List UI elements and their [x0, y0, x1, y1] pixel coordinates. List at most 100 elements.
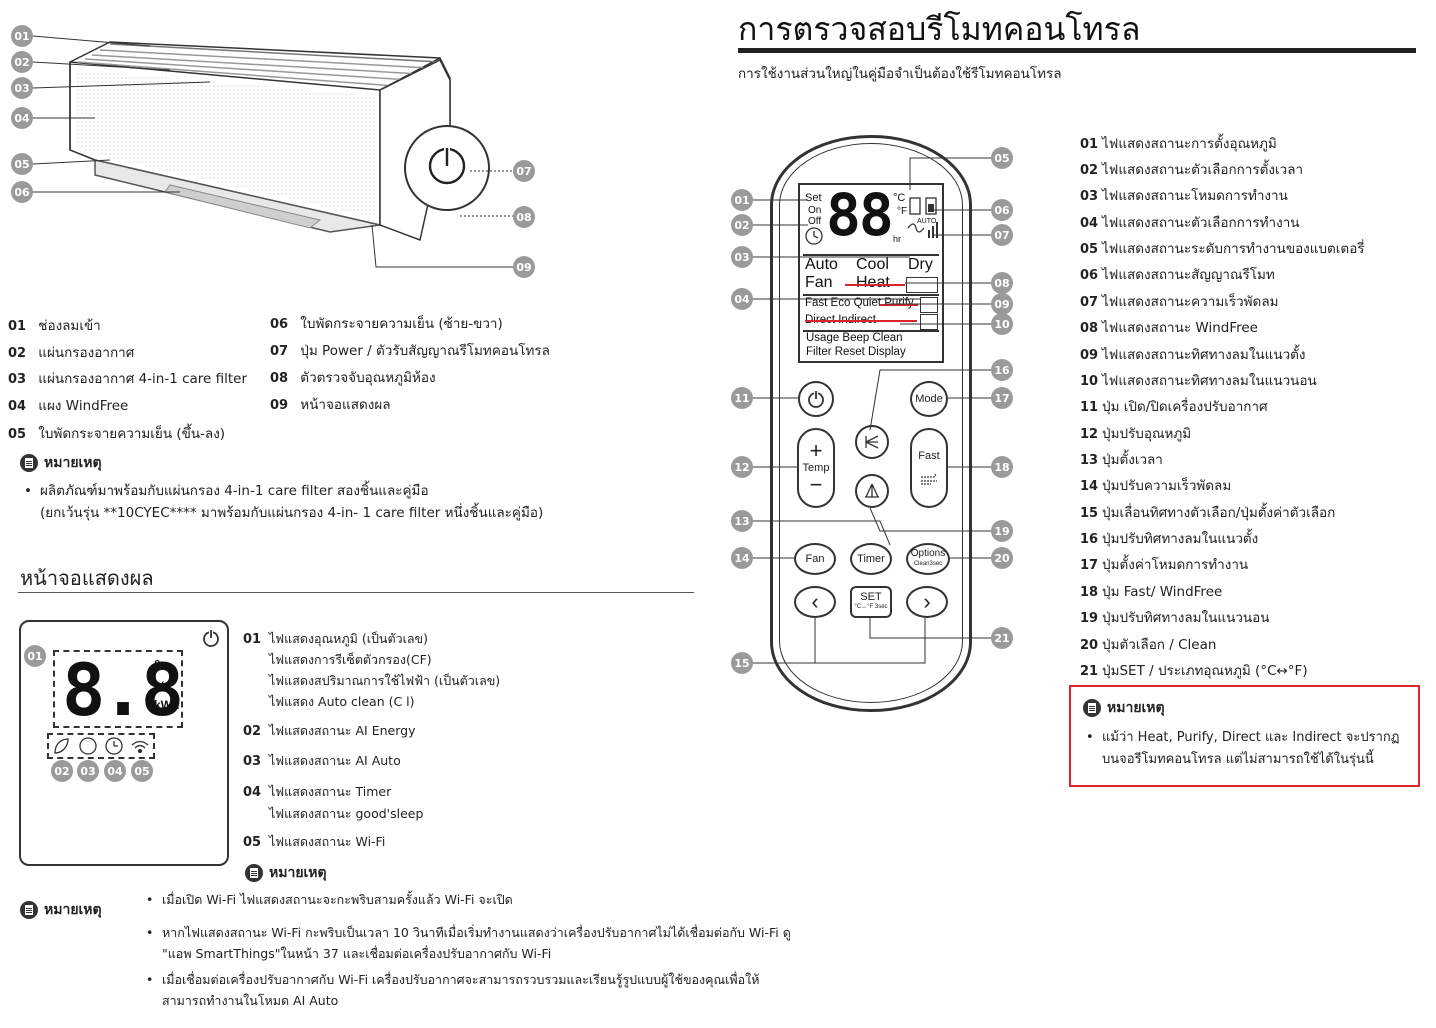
temp-down[interactable]: − — [809, 472, 823, 497]
display-note-heading: หมายเหตุ — [20, 899, 102, 921]
set-button[interactable]: SET °C↔°F 3sec — [850, 586, 892, 618]
part-item: 08 ตัวตรวจจับอุณหภูมิห้อง — [270, 370, 436, 386]
part-item: 03 แผ่นกรองอากาศ 4-in-1 care filter — [8, 371, 248, 387]
part-item: 02 แผ่นกรองอากาศ — [8, 345, 135, 361]
power-icon — [203, 629, 219, 647]
battery-signal-fan-icons — [907, 197, 938, 238]
icon-row — [47, 733, 155, 759]
lcd-set: Set — [805, 192, 822, 204]
unit-note-heading: หมายเหตุ — [20, 452, 102, 474]
display-section-title: หน้าจอแสดงผล — [20, 566, 154, 590]
display-digits: 8.8 — [62, 648, 184, 732]
part-item: 07 ปุ่ม Power / ตัวรับสัญญาณรีโมทคอนโทรล — [270, 343, 550, 359]
lcd-celsius: °C — [893, 192, 906, 204]
remote-body — [770, 135, 972, 712]
lcd-mode-fan: Fan — [805, 274, 833, 291]
remote-callout-19: 19 — [991, 520, 1013, 542]
callout-07: 07 — [513, 160, 535, 182]
degree-unit: ° — [154, 658, 161, 675]
display-note-1: เมื่อเปิด Wi-Fi ไฟแสดงสถานะจะกะพริบสามคร… — [146, 889, 513, 911]
note-icon — [20, 454, 38, 472]
remote-callout-06: 06 — [991, 199, 1013, 221]
remote-callout-16: 16 — [991, 359, 1013, 381]
left-arrow-button[interactable]: ‹ — [794, 586, 836, 618]
lcd-digits: 88 — [826, 181, 894, 249]
ai-energy-icon — [54, 738, 69, 754]
timer-button[interactable]: Timer — [850, 543, 892, 575]
remote-note-heading: หมายเหตุ — [1083, 697, 1165, 719]
display-note-heading-small: หมายเหตุ — [245, 862, 327, 884]
remote-callout-07: 07 — [991, 224, 1013, 246]
power-button[interactable] — [798, 381, 834, 417]
percent-unit: % — [154, 678, 167, 694]
callout-03: 03 — [11, 77, 33, 99]
callout-01: 01 — [11, 25, 33, 47]
callout-06: 06 — [11, 181, 33, 203]
remote-callout-03: 03 — [731, 246, 753, 268]
fast-windfree-button[interactable]: Fast — [910, 428, 948, 508]
remote-callout-12: 12 — [731, 456, 753, 478]
horizontal-air-indicator — [920, 314, 938, 330]
display-callout-04: 04 — [104, 760, 126, 782]
direct-indirect-strike — [805, 320, 917, 322]
callout-09: 09 — [513, 256, 535, 278]
temp-button[interactable]: + Temp − — [797, 428, 835, 508]
fan-button[interactable]: Fan — [794, 543, 836, 575]
remote-callout-09: 09 — [991, 293, 1013, 315]
remote-callout-20: 20 — [991, 547, 1013, 569]
right-arrow-button[interactable]: › — [906, 586, 948, 618]
note-icon — [1083, 699, 1101, 717]
display-status-icons — [54, 737, 149, 755]
digit-area — [53, 650, 183, 728]
power-icon — [808, 390, 824, 408]
unit-note-text: ผลิตภัณฑ์มาพร้อมกับแผ่นกรอง 4-in-1 care … — [24, 480, 543, 524]
options-button[interactable]: Options Clean3sec — [906, 543, 950, 575]
remote-leader-lines — [752, 157, 992, 664]
remote-callout-01: 01 — [731, 189, 753, 211]
vertical-air-indicator — [920, 297, 938, 313]
windfree-indicator — [906, 277, 938, 293]
wifi-icon — [131, 740, 149, 746]
mode-button[interactable]: Mode — [910, 381, 948, 417]
heat-strike — [845, 284, 905, 286]
display-item-01: 01 ไฟแสดงอุณหภูมิ (เป็นตัวเลข) ไฟแสดงการ… — [243, 631, 501, 709]
display-callout-01: 01 — [24, 645, 46, 667]
lcd-mode-heat: Heat — [856, 274, 890, 291]
remote-subtitle: การใช้งานส่วนใหญ่ในคู่มือจำเป็นต้องใช้รี… — [738, 66, 1062, 82]
remote-callout-14: 14 — [731, 547, 753, 569]
remote-inner-rim — [779, 143, 963, 703]
callout-02: 02 — [11, 51, 33, 73]
ai-auto-icon — [79, 737, 97, 755]
vertical-swing-button[interactable] — [855, 425, 889, 459]
lcd-fahrenheit: °F — [897, 206, 908, 217]
temp-up[interactable]: + — [809, 438, 823, 463]
remote-callout-04: 04 — [731, 288, 753, 310]
remote-callout-17: 17 — [991, 387, 1013, 409]
note-icon — [20, 901, 38, 919]
timer-icon — [105, 737, 123, 755]
horizontal-swing-button[interactable] — [855, 474, 889, 508]
display-panel — [19, 620, 229, 866]
purify-strike — [880, 304, 918, 306]
remote-callout-10: 10 — [991, 313, 1013, 335]
lcd-options-row1: Fast Eco Quiet Purify — [805, 297, 914, 309]
lcd-mode-cool: Cool — [856, 256, 889, 273]
callout-04: 04 — [11, 107, 33, 129]
remote-note-text: แม้ว่า Heat, Purify, Direct และ Indirect… — [1086, 727, 1399, 771]
